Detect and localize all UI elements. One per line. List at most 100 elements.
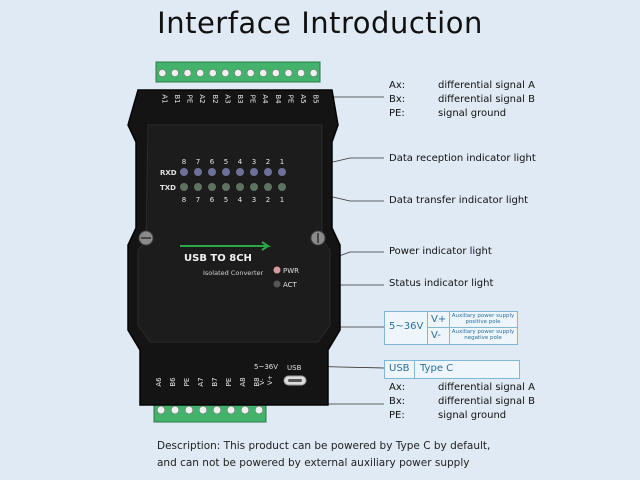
rx-led — [264, 168, 272, 176]
terminal-screw-icon — [171, 69, 179, 77]
description-line-1: Description: This product can be powered… — [157, 440, 491, 452]
bottom-legend-key-1: Bx: — [389, 396, 406, 407]
tx-channel-number: 3 — [252, 196, 256, 204]
callout-pwr: Power indicator light — [389, 246, 492, 257]
pin-label: B2 — [211, 94, 219, 103]
pin-label: A3 — [223, 94, 231, 103]
usb-box-type: Type C — [420, 363, 454, 374]
pin-label: PE — [249, 95, 257, 104]
tx-led — [264, 183, 272, 191]
pin-label: A4 — [261, 94, 269, 104]
usb-label: USB — [287, 364, 302, 372]
tx-led — [208, 183, 216, 191]
pin-label: A2 — [198, 94, 206, 103]
rx-led — [236, 168, 244, 176]
tx-channel-number: 1 — [280, 196, 284, 204]
terminal-screw-icon — [297, 69, 305, 77]
pin-label: A5 — [299, 94, 307, 103]
pin-label: A7 — [197, 377, 205, 386]
power-vplus: V+ — [431, 314, 447, 325]
tx-channel-number: 4 — [238, 196, 243, 204]
top-terminal-block — [155, 61, 321, 83]
tx-led — [250, 183, 258, 191]
bottom-legend-value-1: differential signal B — [438, 396, 535, 407]
tx-channel-number: 6 — [210, 196, 215, 204]
power-box — [384, 311, 518, 345]
terminal-screw-icon — [208, 69, 217, 77]
tx-led — [278, 183, 286, 191]
top-legend-value-2: signal ground — [438, 108, 507, 119]
device-bezel — [137, 124, 331, 343]
tx-channel-number: 7 — [196, 196, 200, 204]
callout-rx: Data reception indicator light — [389, 153, 536, 164]
pin-label: PE — [186, 95, 194, 104]
pin-label: B3 — [236, 94, 244, 103]
rx-led — [222, 168, 230, 176]
callout-act: Status indicator light — [389, 278, 494, 289]
rx-channel-number: 8 — [182, 158, 186, 166]
pin-label: A6 — [155, 377, 163, 387]
terminal-screw-icon — [271, 69, 280, 77]
top-legend-key-2: PE: — [389, 108, 405, 119]
act-label: ACT — [283, 281, 298, 289]
terminal-screw-icon — [234, 69, 242, 77]
bottom-legend-key-0: Ax: — [389, 382, 406, 393]
pin-label: B6 — [169, 377, 177, 387]
pin-label: B7 — [211, 377, 219, 386]
pwr-led — [273, 266, 281, 274]
tx-led — [180, 183, 188, 191]
vplus-pin-label: V+ — [266, 375, 274, 385]
terminal-screw-icon — [183, 69, 192, 77]
terminal-screw-icon — [156, 405, 166, 415]
pin-label: B8 — [253, 377, 261, 386]
page-title: Interface Introduction — [157, 6, 483, 40]
top-legend-key-1: Bx: — [389, 94, 406, 105]
tx-led — [194, 183, 202, 191]
tx-channel-number: 8 — [182, 196, 186, 204]
rx-led — [278, 168, 286, 176]
rx-channel-number: 7 — [196, 158, 200, 166]
terminal-screw-icon — [170, 405, 180, 415]
top-legend-key-0: Ax: — [389, 80, 406, 91]
terminal-screw-icon — [198, 405, 208, 415]
power-vplus-desc: Auxiliary power supply positive pole — [451, 313, 515, 325]
top-legend-value-1: differential signal B — [438, 94, 535, 105]
act-led — [273, 280, 281, 288]
pin-label: B4 — [274, 94, 282, 104]
bottom-legend-value-2: signal ground — [438, 410, 507, 421]
terminal-screw-icon — [240, 405, 250, 415]
terminal-screw-icon — [158, 69, 167, 77]
product-subtitle: Isolated Converter — [203, 269, 264, 277]
rx-channel-number: 2 — [266, 158, 270, 166]
tx-channel-number: 2 — [266, 196, 270, 204]
pin-label: PE — [225, 378, 233, 387]
pin-label: B5 — [312, 94, 320, 103]
terminal-screw-icon — [284, 69, 293, 77]
usb-box-label: USB — [389, 363, 410, 374]
terminal-screw-icon — [246, 69, 255, 77]
pin-label: PE — [183, 378, 191, 387]
voltage-label: 5~36V — [254, 363, 278, 371]
power-range: 5~36V — [389, 321, 424, 332]
terminal-screw-icon — [254, 405, 264, 415]
bottom-legend-key-2: PE: — [389, 410, 405, 421]
terminal-screw-icon — [309, 69, 318, 77]
pin-label: PE — [286, 95, 294, 104]
terminal-screw-icon — [226, 405, 236, 415]
top-legend-value-0: differential signal A — [438, 80, 535, 91]
pin-label: A1 — [160, 94, 168, 103]
terminal-screw-icon — [184, 405, 194, 415]
terminal-screw-icon — [259, 69, 268, 77]
usb-box — [384, 360, 520, 379]
pwr-label: PWR — [283, 267, 299, 275]
txd-label: TXD — [160, 184, 176, 192]
vminus-pin-label: V- — [258, 378, 266, 385]
rx-led — [180, 168, 188, 176]
rx-led — [194, 168, 202, 176]
rx-channel-number: 5 — [224, 158, 228, 166]
rx-channel-number: 4 — [238, 158, 243, 166]
